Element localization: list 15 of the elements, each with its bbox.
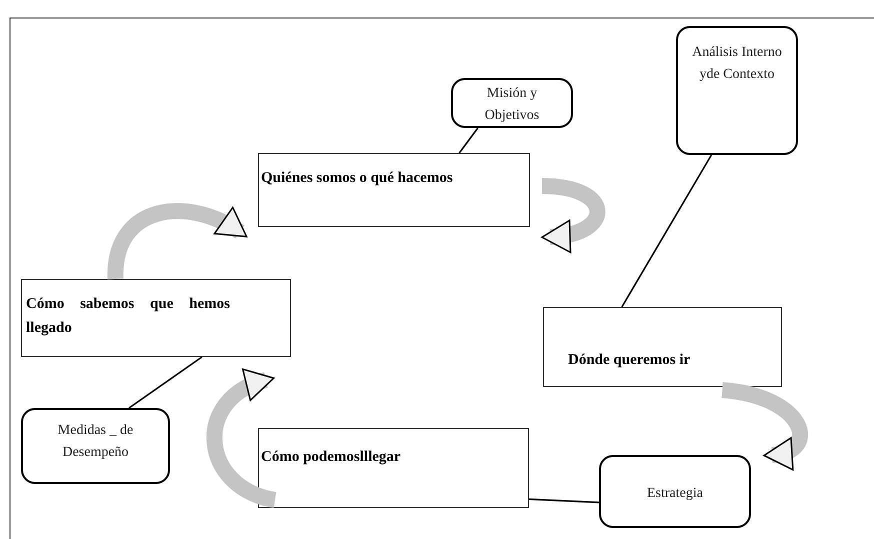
speech-bubble: Medidas _ de Desempeño [21, 408, 170, 484]
speech-bubble: Análisis Interno yde Contexto [676, 26, 798, 155]
leader-line [528, 498, 600, 504]
curved-block-arrow [541, 178, 606, 252]
leader-line [458, 128, 478, 154]
process-box: Dónde queremos ir [543, 307, 782, 387]
curved-block-arrow [206, 370, 278, 508]
curved-block-arrow [721, 382, 808, 468]
process-box: Quiénes somos o qué hacemos [258, 153, 530, 227]
process-box: Cómo podemoslllegar [258, 428, 529, 508]
speech-bubble: Misión y Objetivos [451, 78, 573, 128]
speech-bubble: Estrategia [599, 455, 751, 528]
leader-line [621, 154, 712, 308]
leader-line [128, 356, 202, 409]
process-box: Cómo sabemos que hemos llegado [21, 279, 291, 357]
